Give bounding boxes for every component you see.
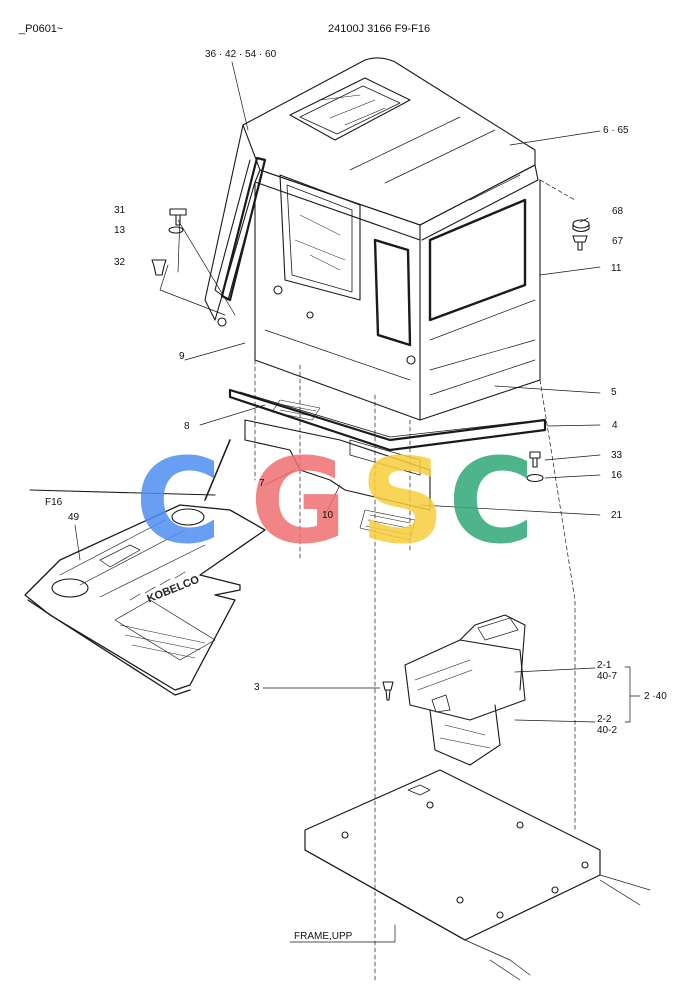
callout-2-40: 2 ·40 bbox=[644, 691, 667, 702]
callout-2-1: 2-1 bbox=[597, 660, 612, 671]
callout-3: 3 bbox=[254, 682, 260, 693]
callout-36-42-54-60: 36 · 42 · 54 · 60 bbox=[205, 49, 277, 60]
callout-13: 13 bbox=[114, 225, 126, 236]
mat-logo-text: KOBELCO bbox=[146, 573, 202, 605]
callout-frame-upp: FRAME,UPP bbox=[294, 931, 353, 942]
floor-mat-under-cab bbox=[29, 399, 431, 541]
leader-lines bbox=[74, 61, 641, 943]
callout-33: 33 bbox=[611, 450, 623, 461]
callout-7: 7 bbox=[259, 478, 265, 489]
callout-2-2: 2-2 bbox=[597, 714, 612, 725]
header-left-code: _P0601~ bbox=[19, 23, 64, 35]
floor-seal bbox=[228, 388, 547, 452]
callout-9: 9 bbox=[179, 351, 185, 362]
cab-assembly bbox=[204, 57, 576, 981]
operator-seat bbox=[404, 614, 526, 766]
callout-16: 16 bbox=[611, 470, 623, 481]
callout-11: 11 bbox=[611, 263, 622, 274]
callout-10: 10 bbox=[322, 510, 334, 521]
watermark-letter-c1: C bbox=[135, 432, 222, 570]
callout-49: 49 bbox=[68, 512, 80, 523]
callout-4: 4 bbox=[612, 420, 618, 431]
watermark-letter-g: G bbox=[250, 432, 347, 570]
fasteners bbox=[151, 208, 590, 701]
frame-plate bbox=[304, 769, 651, 981]
watermark-letter-c2: C bbox=[448, 432, 535, 570]
callout-31: 31 bbox=[114, 205, 126, 216]
callout-6-65: 6 · 65 bbox=[603, 125, 629, 136]
callout-67: 67 bbox=[612, 236, 624, 247]
callout-f16: F16 bbox=[45, 497, 63, 508]
header-center-code: 24100J 3166 F9-F16 bbox=[328, 23, 431, 35]
watermark-letter-s: S bbox=[360, 432, 445, 570]
callout-68: 68 bbox=[612, 206, 624, 217]
callout-5: 5 bbox=[611, 387, 617, 398]
callout-40-7: 40-7 bbox=[597, 671, 618, 682]
callout-40-2: 40-2 bbox=[597, 725, 618, 736]
floor-mat-49 bbox=[24, 504, 266, 696]
callout-8: 8 bbox=[184, 421, 190, 432]
callout-32: 32 bbox=[114, 257, 126, 268]
callout-21: 21 bbox=[611, 510, 623, 521]
